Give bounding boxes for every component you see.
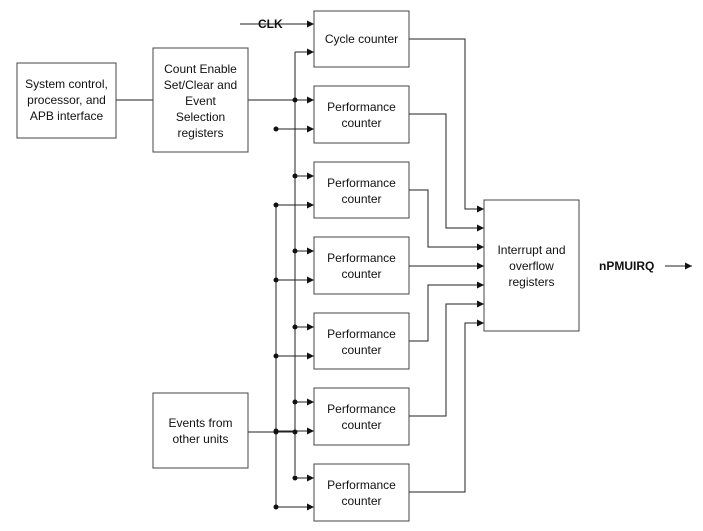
cycle-counter-label: Cycle counter (325, 32, 398, 46)
events-label-line-2: other units (172, 432, 228, 446)
junction-dot (273, 428, 279, 434)
system-control-label-line-2: processor, and (27, 93, 106, 107)
junction-dot (292, 475, 298, 481)
junction-dot (292, 324, 298, 330)
arrow-event-counter (307, 125, 314, 133)
arrow-enable-counter (307, 247, 314, 255)
system-control-label-line-3: APB interface (30, 109, 104, 123)
performance-counter-label-line-2: counter (341, 494, 381, 508)
arrow-enable-counter (307, 172, 314, 180)
performance-counter-label-line-2: counter (341, 418, 381, 432)
arrow-counter-output (477, 281, 484, 289)
interrupt-overflow-block: Interrupt and overflow registers (483, 199, 580, 332)
junction-dot (273, 504, 279, 510)
performance-counter-label-line-1: Performance (327, 251, 396, 265)
interrupt-label-line-1: Interrupt and (497, 243, 565, 257)
junction-dot (292, 429, 298, 435)
junction-dot (273, 126, 279, 132)
wire-counter-output (409, 303, 484, 417)
performance-counter-4: Performance counter (313, 312, 410, 370)
arrow-npmuirq (685, 262, 692, 270)
performance-counter-label-line-1: Performance (327, 176, 396, 190)
arrow-clk (307, 20, 314, 28)
performance-counter-3: Performance counter (313, 236, 410, 295)
arrow-event-counter (307, 352, 314, 360)
performance-counter-1: Performance counter (313, 85, 410, 144)
clk-label: CLK (258, 17, 283, 31)
junction-dot (292, 173, 298, 179)
npmuirq-label: nPMUIRQ (599, 259, 654, 273)
arrow-event-counter (307, 427, 314, 435)
arrow-counter-output (477, 243, 484, 251)
events-label-line-1: Events from (168, 416, 232, 430)
cycle-counter-block: Cycle counter (313, 10, 410, 68)
arrow-enable-counter (307, 474, 314, 482)
arrow-enable-cycle (307, 48, 314, 56)
interrupt-label-line-2: overflow (509, 259, 554, 273)
wire-counter-output (409, 38, 484, 210)
junction-dot (292, 248, 298, 254)
junction-dot (273, 277, 279, 283)
arrow-counter-output (477, 205, 484, 213)
count-enable-label-line-3: Event (185, 94, 216, 108)
junction-dot (273, 202, 279, 208)
interrupt-label-line-3: registers (508, 275, 554, 289)
junction-dot (273, 353, 279, 359)
arrowheads (307, 20, 692, 511)
arrow-enable-counter (307, 398, 314, 406)
arrow-event-counter (307, 201, 314, 209)
count-enable-block: Count Enable Set/Clear and Event Selecti… (152, 47, 249, 153)
performance-counter-5: Performance counter (313, 387, 410, 446)
arrow-event-counter (307, 503, 314, 511)
count-enable-label-line-1: Count Enable (164, 62, 237, 76)
performance-counter-2: Performance counter (313, 161, 410, 219)
count-enable-label-line-2: Set/Clear and (164, 78, 237, 92)
arrow-event-counter (307, 276, 314, 284)
system-control-block: System control, processor, and APB inter… (16, 62, 117, 139)
arrow-counter-output (477, 224, 484, 232)
performance-counter-label-line-1: Performance (327, 478, 396, 492)
arrow-enable-counter (307, 323, 314, 331)
arrow-counter-output (477, 262, 484, 270)
wire-counter-output (409, 322, 484, 493)
arrow-counter-output (477, 300, 484, 308)
junction-dot (292, 399, 298, 405)
count-enable-label-line-5: registers (177, 126, 223, 140)
arrow-counter-output (477, 319, 484, 327)
wire-counter-output (409, 189, 484, 248)
junction-dots (273, 97, 298, 510)
wire-counter-output (409, 113, 484, 229)
performance-counter-label-line-2: counter (341, 116, 381, 130)
performance-counter-label-line-1: Performance (327, 100, 396, 114)
performance-counter-6: Performance counter (313, 463, 410, 522)
wire-counter-output (409, 284, 484, 342)
arrow-enable-counter (307, 96, 314, 104)
events-from-units-block: Events from other units (152, 392, 249, 469)
performance-counter-label-line-1: Performance (327, 327, 396, 341)
performance-counter-label-line-2: counter (341, 192, 381, 206)
performance-counter-label-line-2: counter (341, 343, 381, 357)
junction-dot (292, 97, 298, 103)
system-control-label-line-1: System control, (25, 77, 108, 91)
count-enable-label-line-4: Selection (176, 110, 225, 124)
performance-counter-label-line-2: counter (341, 267, 381, 281)
performance-counter-label-line-1: Performance (327, 402, 396, 416)
